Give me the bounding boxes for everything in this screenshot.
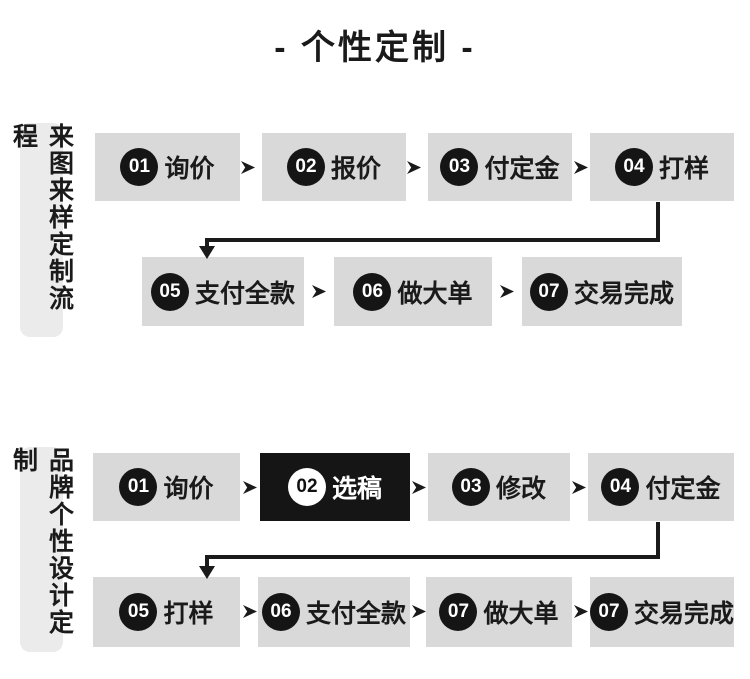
step-label: 做大单 bbox=[397, 279, 473, 308]
step-label: 选稿 bbox=[331, 475, 382, 503]
step-number-badge: 07 bbox=[439, 593, 478, 631]
step-label: 交易完成 bbox=[634, 600, 735, 628]
step-number-badge: 05 bbox=[119, 593, 158, 631]
step-box: 02 报价 bbox=[262, 133, 406, 201]
step-label: 交易完成 bbox=[573, 279, 674, 308]
arrow-right-icon bbox=[243, 605, 257, 618]
step-number-badge: 06 bbox=[261, 593, 300, 631]
step-number-badge: 07 bbox=[529, 272, 568, 311]
step-box: 04 付定金 bbox=[588, 453, 734, 521]
arrow-right-icon bbox=[412, 605, 426, 618]
step-number-badge: 01 bbox=[119, 468, 158, 506]
step-box: 07 交易完成 bbox=[590, 577, 734, 647]
step-label: 打样 bbox=[658, 155, 709, 183]
arrow-right-icon bbox=[407, 161, 421, 174]
arrow-right-icon bbox=[412, 481, 426, 494]
step-label: 询价 bbox=[164, 155, 215, 183]
step-number-badge: 05 bbox=[150, 272, 189, 311]
section-label-brand-design: 品牌个性设计定制 bbox=[10, 447, 74, 652]
step-number-badge: 06 bbox=[353, 272, 392, 311]
arrow-right-icon bbox=[241, 161, 255, 174]
step-box: 07 交易完成 bbox=[522, 257, 682, 326]
step-box: 04 打样 bbox=[590, 133, 734, 201]
step-number-badge: 04 bbox=[614, 148, 653, 186]
step-label: 询价 bbox=[163, 475, 214, 503]
step-box: 07 做大单 bbox=[426, 577, 572, 647]
step-number-badge: 01 bbox=[120, 148, 159, 186]
step-box-highlighted: 02 选稿 bbox=[260, 453, 410, 521]
step-label: 付定金 bbox=[645, 475, 721, 503]
step-number-badge: 04 bbox=[601, 468, 640, 506]
step-label: 支付全款 bbox=[305, 600, 406, 628]
step-box: 06 做大单 bbox=[334, 257, 492, 326]
step-number-badge: 07 bbox=[590, 593, 628, 631]
step-label: 打样 bbox=[163, 600, 214, 628]
step-box: 03 修改 bbox=[428, 453, 570, 521]
page-title: - 个性定制 - bbox=[274, 29, 476, 67]
step-number-badge: 02 bbox=[287, 468, 326, 506]
step-box: 05 支付全款 bbox=[142, 257, 304, 326]
arrow-right-icon bbox=[574, 161, 588, 174]
step-number-badge: 03 bbox=[440, 148, 479, 186]
arrow-right-icon bbox=[500, 285, 514, 298]
arrow-right-icon bbox=[574, 605, 588, 618]
step-label: 付定金 bbox=[484, 155, 560, 183]
step-box: 05 打样 bbox=[93, 577, 240, 647]
step-label: 做大单 bbox=[483, 600, 559, 628]
arrow-right-icon bbox=[312, 285, 326, 298]
arrow-right-icon bbox=[243, 481, 257, 494]
step-label: 修改 bbox=[495, 475, 546, 503]
step-box: 01 询价 bbox=[95, 133, 240, 201]
step-box: 01 询价 bbox=[93, 453, 240, 521]
step-number-badge: 03 bbox=[451, 468, 490, 506]
step-box: 03 付定金 bbox=[428, 133, 572, 201]
step-label: 报价 bbox=[330, 155, 381, 183]
arrow-right-icon bbox=[572, 481, 586, 494]
section-label-sample-process: 来图来样定制流程 bbox=[10, 123, 74, 337]
step-number-badge: 02 bbox=[286, 148, 325, 186]
step-label: 支付全款 bbox=[194, 279, 295, 308]
step-box: 06 支付全款 bbox=[258, 577, 410, 647]
